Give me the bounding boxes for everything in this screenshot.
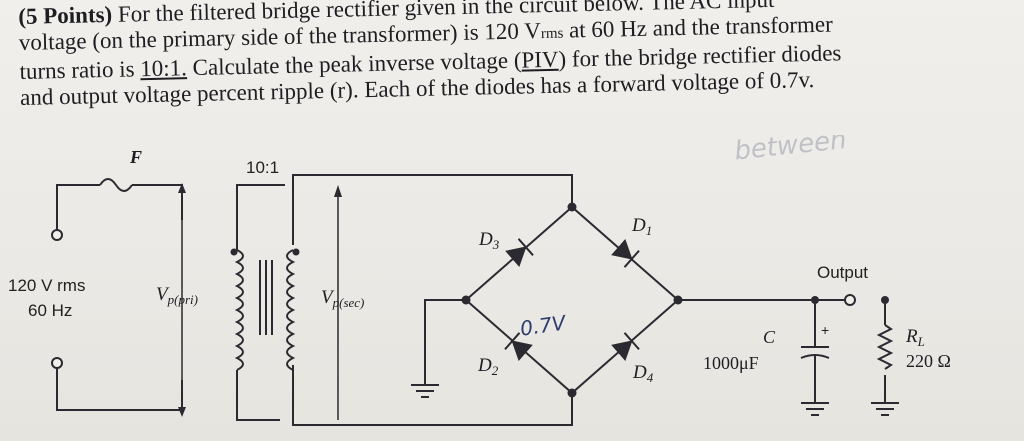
source-frequency-label: 60 Hz — [28, 301, 72, 320]
diode-d3 — [505, 238, 534, 267]
rms-subscript: rms — [540, 25, 564, 42]
problem-text: at 60 Hz and the transformer — [563, 11, 834, 43]
d3-label: D3 — [478, 229, 500, 252]
d1-label: D1 — [631, 215, 652, 238]
input-terminal-bottom — [51, 357, 63, 369]
primary-dot — [230, 248, 238, 256]
pencil-notes: between — [733, 135, 848, 167]
output-terminal — [844, 294, 856, 306]
piv-term: PIV — [521, 46, 559, 73]
turns-ratio: 10:1. — [139, 55, 188, 82]
bridge-rectifier-circuit: F 10:1 120 V rms 60 Hz Vp(pri) Vp(sec) D… — [8, 135, 951, 426]
source-voltage-label: 120 V rms — [8, 276, 85, 295]
d4-label: D4 — [632, 362, 654, 385]
resistor-zigzag — [876, 324, 894, 370]
secondary-dot — [292, 248, 300, 256]
d2-label: D2 — [477, 355, 499, 378]
diode-d4 — [611, 332, 640, 361]
turns-ratio-label: 10:1 — [246, 158, 279, 177]
capacitor-symbol — [800, 346, 830, 359]
problem-text: turns ratio is — [19, 56, 141, 84]
fuse-label: F — [129, 147, 142, 167]
points-label: (5 Points) — [18, 1, 113, 29]
output-label: Output — [817, 263, 868, 282]
diode-d1 — [611, 239, 640, 268]
diodes — [504, 238, 640, 361]
secondary-voltage-label: Vp(sec) — [321, 287, 364, 310]
load-resistor-value: 220 Ω — [906, 351, 951, 371]
diode-d2 — [504, 332, 533, 361]
input-terminal-top — [51, 229, 63, 241]
capacitor-polarity: + — [821, 322, 829, 338]
primary-voltage-label: Vp(pri) — [156, 284, 198, 307]
capacitor-label: C — [763, 327, 776, 347]
fuse-symbol — [99, 178, 133, 192]
coils — [234, 210, 296, 405]
handwritten-diode-drop: 0.7V — [519, 310, 569, 340]
nodes — [461, 202, 889, 398]
capacitor-value: 1000μF — [703, 353, 759, 373]
ground-symbols — [411, 384, 899, 416]
load-resistor-label: RL — [905, 326, 925, 349]
